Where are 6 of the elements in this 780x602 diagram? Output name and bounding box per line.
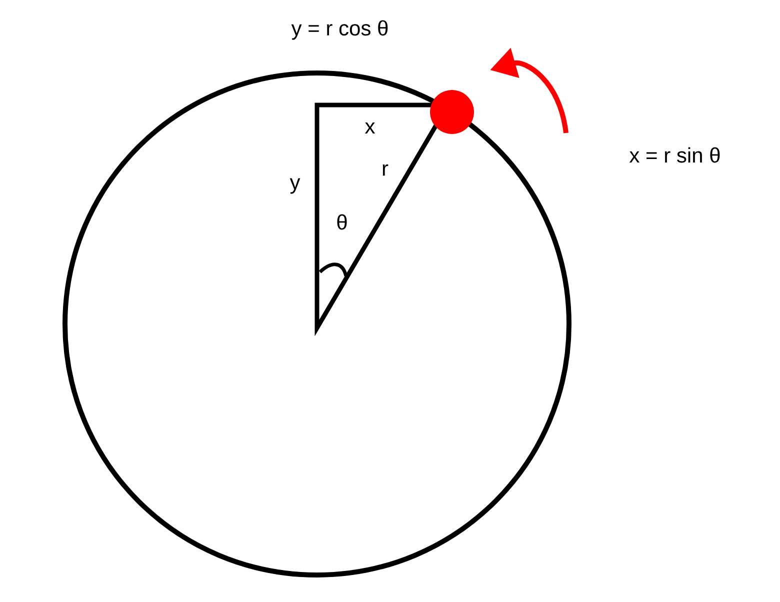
side-label: x [365,122,376,134]
angle-label: θ [337,214,347,230]
side-label: r [382,164,388,176]
formula-label: x = r sin θ [629,147,720,163]
side-label: y [290,178,300,194]
formula-label: y = r cos θ [291,20,388,40]
